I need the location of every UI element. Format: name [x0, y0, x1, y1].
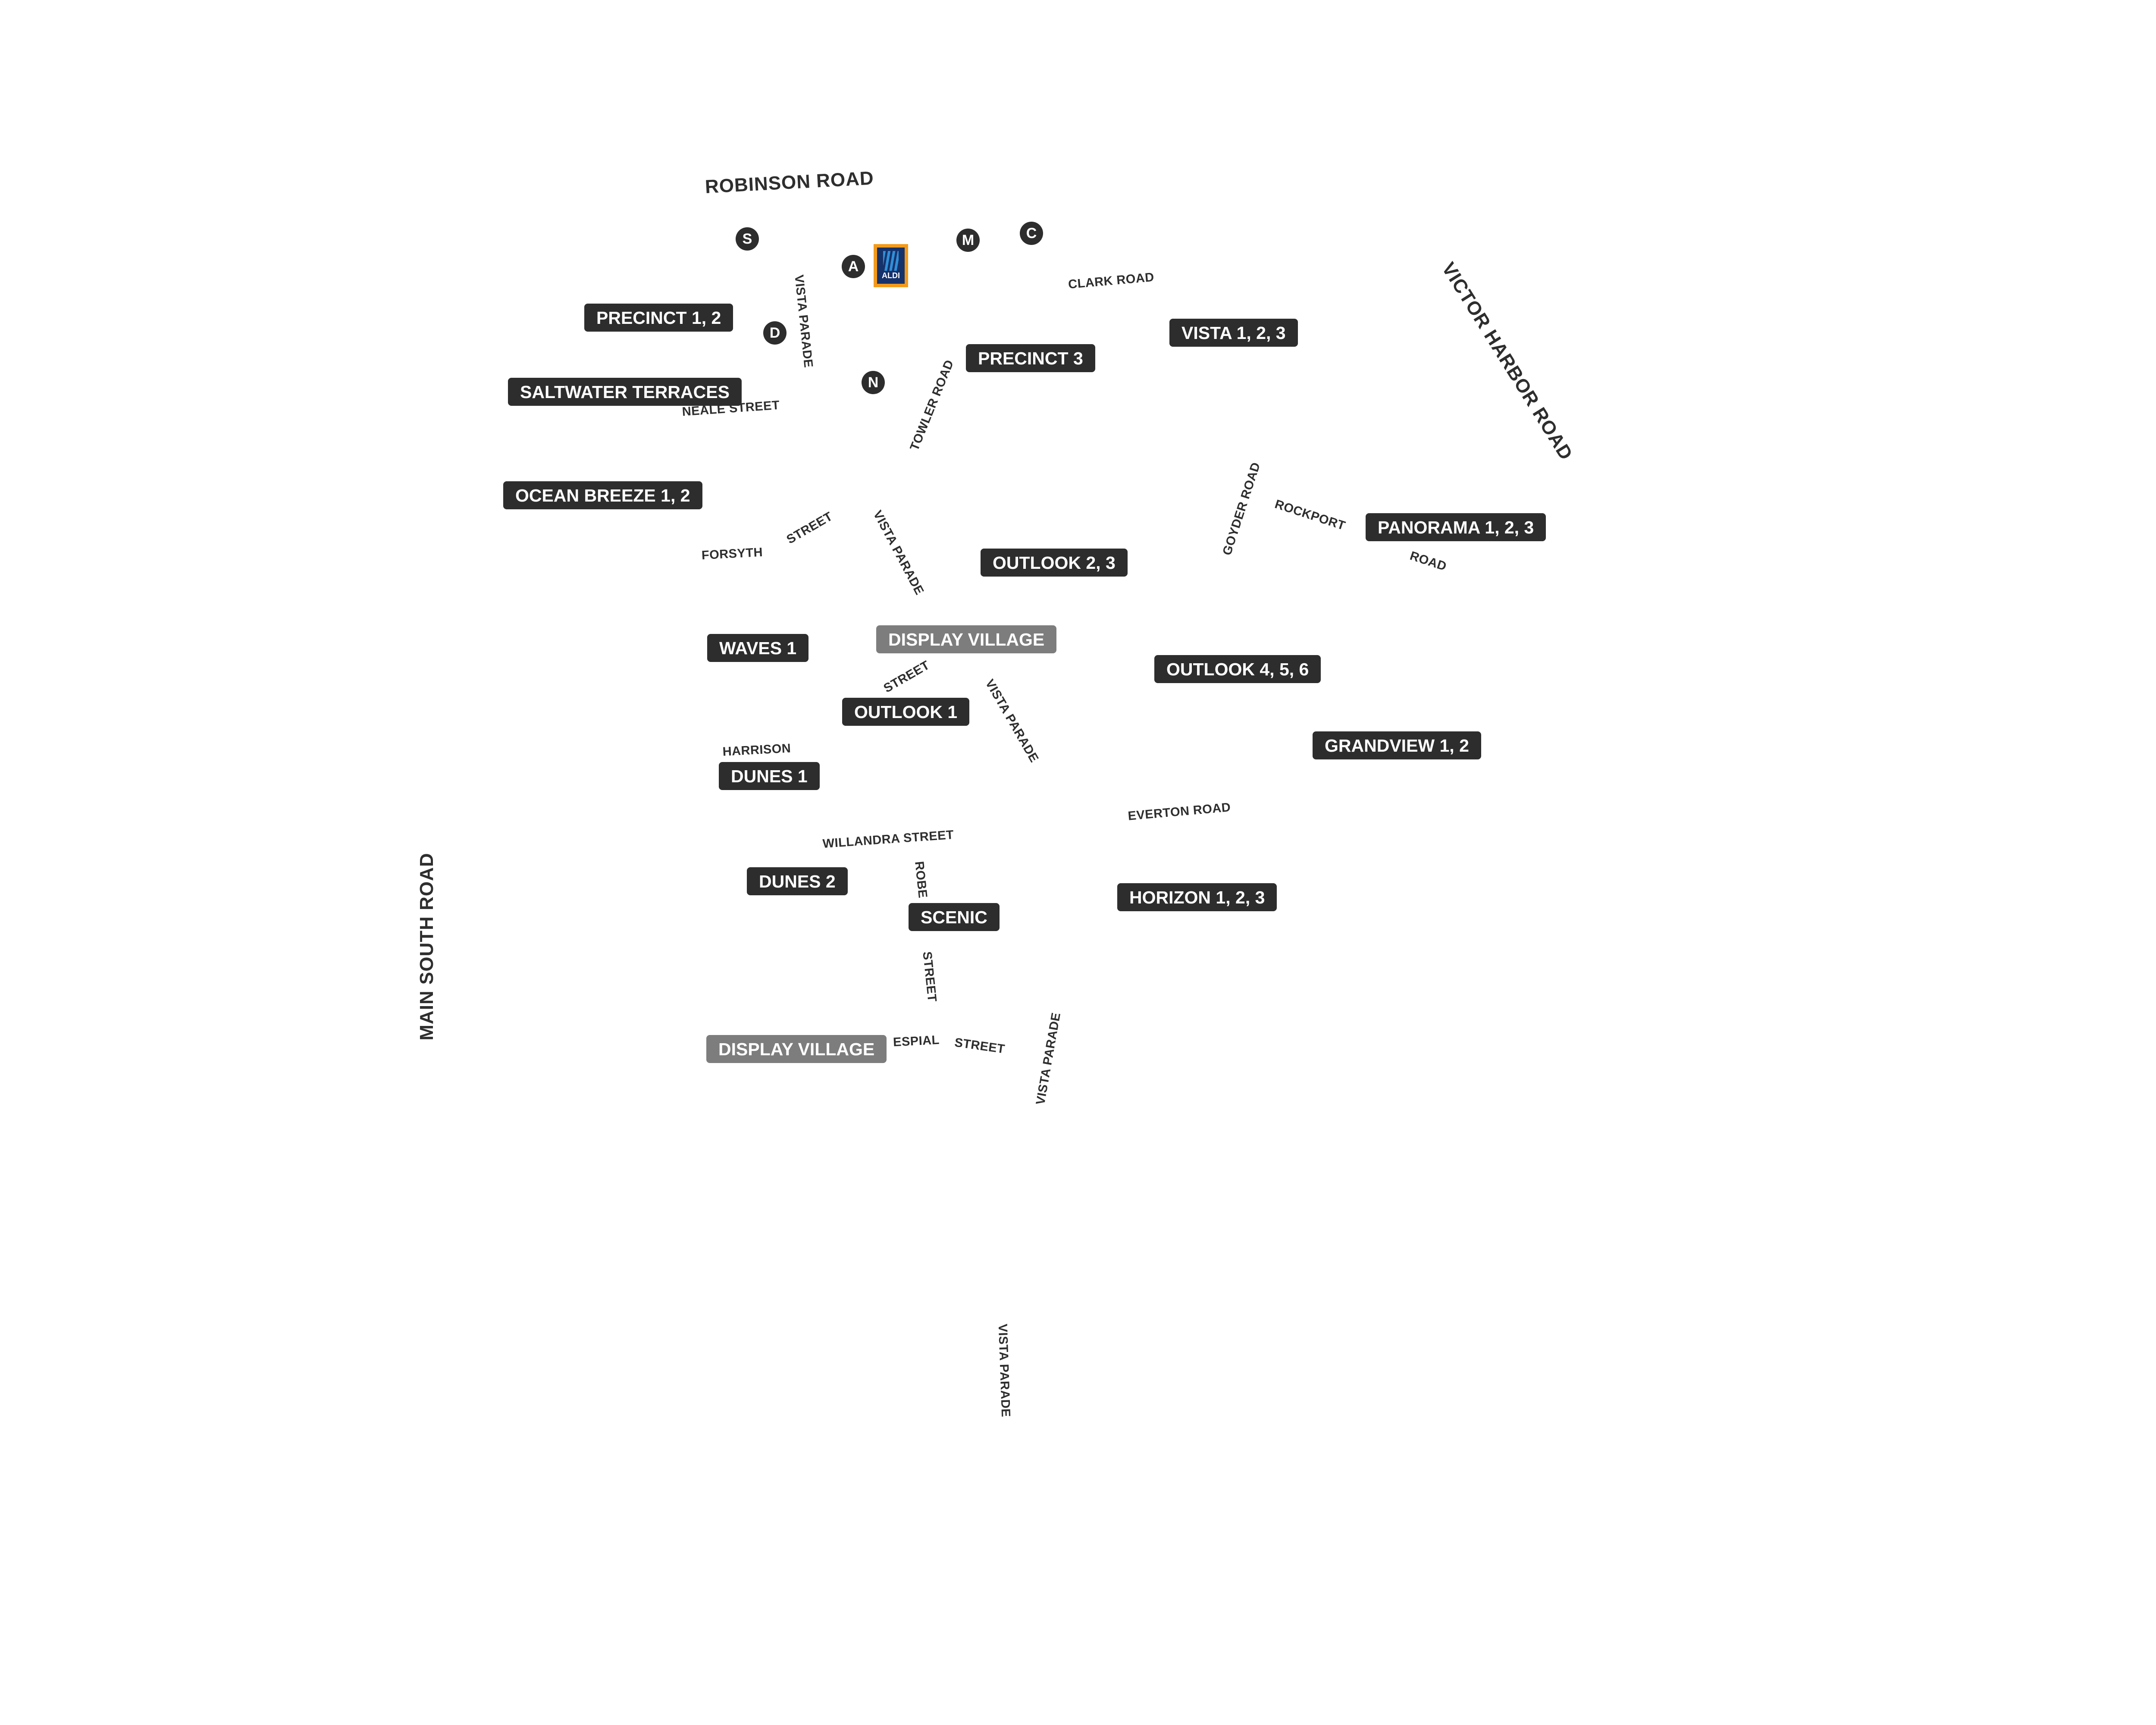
stage-dunes-1[interactable]: DUNES 1 [719, 762, 820, 790]
aldi-stripes-icon [883, 251, 899, 271]
vista-parade-south-label: VISTA PARADE [1033, 1011, 1064, 1106]
stage-waves-1[interactable]: WAVES 1 [707, 634, 809, 662]
poi-c-marker[interactable]: C [1020, 222, 1043, 245]
stage-panorama-1-2-3[interactable]: PANORAMA 1, 2, 3 [1366, 513, 1546, 541]
forsyth-label: FORSYTH [701, 545, 763, 563]
stage-ocean-breeze-1-2[interactable]: OCEAN BREEZE 1, 2 [503, 481, 702, 509]
aldi-logo-badge: ALDI [877, 248, 905, 284]
espial-label: ESPIAL [893, 1033, 940, 1050]
rockport-label: ROCKPORT [1273, 497, 1347, 533]
stage-outlook-2-3[interactable]: OUTLOOK 2, 3 [981, 549, 1128, 577]
stage-saltwater-terraces[interactable]: SALTWATER TERRACES [508, 378, 742, 406]
stage-display-village-south[interactable]: DISPLAY VILLAGE [706, 1035, 887, 1063]
espial-street-label: STREET [953, 1035, 1006, 1057]
vista-parade-bottom-label: VISTA PARADE [995, 1324, 1013, 1418]
stage-outlook-4-5-6[interactable]: OUTLOOK 4, 5, 6 [1154, 655, 1321, 683]
vista-parade-mid-label: VISTA PARADE [870, 508, 927, 597]
poi-m-marker[interactable]: M [956, 229, 980, 252]
poi-d-marker[interactable]: D [763, 321, 787, 345]
stage-dunes-2[interactable]: DUNES 2 [747, 867, 848, 895]
towler-road-label: TOWLER ROAD [907, 358, 957, 453]
victor-harbor-road-label: VICTOR HARBOR ROAD [1438, 258, 1577, 464]
robinson-road-label: ROBINSON ROAD [704, 167, 874, 198]
stage-precinct-3[interactable]: PRECINCT 3 [966, 344, 1095, 372]
robe-street-label: STREET [920, 950, 939, 1003]
vista-parade-low-label: VISTA PARADE [982, 677, 1041, 765]
poi-n-marker[interactable]: N [862, 371, 885, 394]
robe-label: ROBE [912, 860, 930, 899]
forsyth-street-label: STREET [784, 509, 835, 547]
stage-precinct-1-2[interactable]: PRECINCT 1, 2 [584, 304, 733, 332]
stage-vista-1-2-3[interactable]: VISTA 1, 2, 3 [1169, 319, 1298, 347]
rockport-road-label: ROAD [1408, 549, 1448, 574]
poi-s-marker[interactable]: S [736, 227, 759, 251]
stage-display-village-north[interactable]: DISPLAY VILLAGE [876, 625, 1057, 653]
goyder-road-label: GOYDER ROAD [1220, 461, 1263, 557]
aldi-logo-text: ALDI [882, 271, 900, 280]
stage-outlook-1[interactable]: OUTLOOK 1 [842, 698, 970, 726]
poi-a-marker[interactable]: A [842, 255, 865, 278]
main-south-road-label: MAIN SOUTH ROAD [416, 853, 437, 1041]
stage-grandview-1-2[interactable]: GRANDVIEW 1, 2 [1313, 731, 1481, 759]
aldi-logo-icon[interactable]: ALDI [874, 244, 908, 287]
outlook-street-label: STREET [881, 658, 932, 696]
everton-road-label: EVERTON ROAD [1127, 800, 1232, 823]
harrison-label: HARRISON [722, 741, 792, 759]
vista-parade-top-label: VISTA PARADE [792, 274, 815, 369]
willandra-street-label: WILLANDRA STREET [822, 828, 955, 851]
stage-scenic[interactable]: SCENIC [909, 903, 1000, 931]
stage-horizon-1-2-3[interactable]: HORIZON 1, 2, 3 [1117, 883, 1277, 911]
clark-road-label: CLARK ROAD [1067, 270, 1155, 292]
